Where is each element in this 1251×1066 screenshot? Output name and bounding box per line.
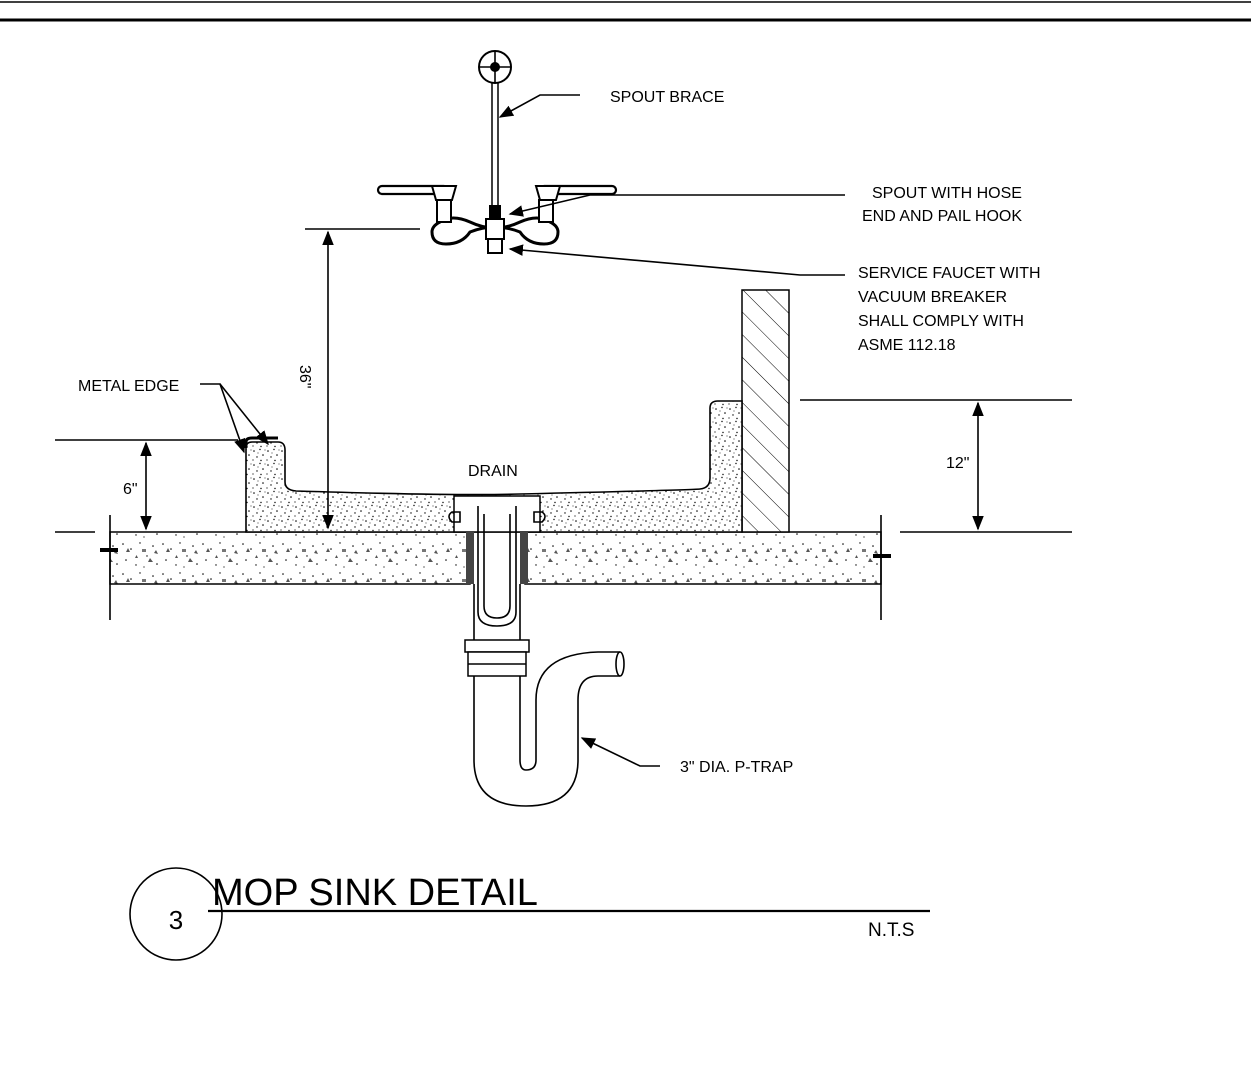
detail-number-bubble (129, 867, 223, 961)
service-faucet (376, 50, 618, 254)
wall-section (741, 289, 790, 533)
label-spout-hose-2: END AND PAIL HOOK (862, 208, 1022, 225)
dimension-36 (305, 228, 420, 530)
label-dim-36: 36" (296, 365, 313, 388)
metal-edge-trim (244, 436, 278, 448)
label-drain: DRAIN (468, 463, 518, 480)
mop-sink-basin (245, 400, 743, 533)
label-faucet-2: VACUUM BREAKER (858, 289, 1007, 306)
dimension-6 (55, 439, 238, 533)
label-dim-6: 6" (123, 481, 138, 498)
label-spout-brace: SPOUT BRACE (610, 89, 724, 106)
detail-number: 3 (169, 905, 183, 935)
leader-lines (200, 94, 845, 767)
drain-assembly (448, 495, 546, 627)
label-spout-hose-1: SPOUT WITH HOSE (872, 185, 1022, 202)
label-faucet-4: ASME 112.18 (858, 337, 956, 354)
scale-label: N.T.S (868, 920, 914, 941)
dimension-12 (800, 399, 1072, 533)
floor-slab (100, 515, 891, 620)
label-faucet-3: SHALL COMPLY WITH (858, 313, 1024, 330)
detail-title: MOP SINK DETAIL (212, 872, 538, 914)
label-metal-edge: METAL EDGE (78, 378, 179, 395)
title-block: 3 MOP SINK DETAIL N.T.S (129, 867, 930, 961)
label-dim-12: 12" (946, 455, 969, 472)
label-faucet-1: SERVICE FAUCET WITH (858, 265, 1041, 282)
label-p-trap: 3" DIA. P-TRAP (680, 759, 793, 776)
p-trap-pipe (464, 584, 625, 807)
